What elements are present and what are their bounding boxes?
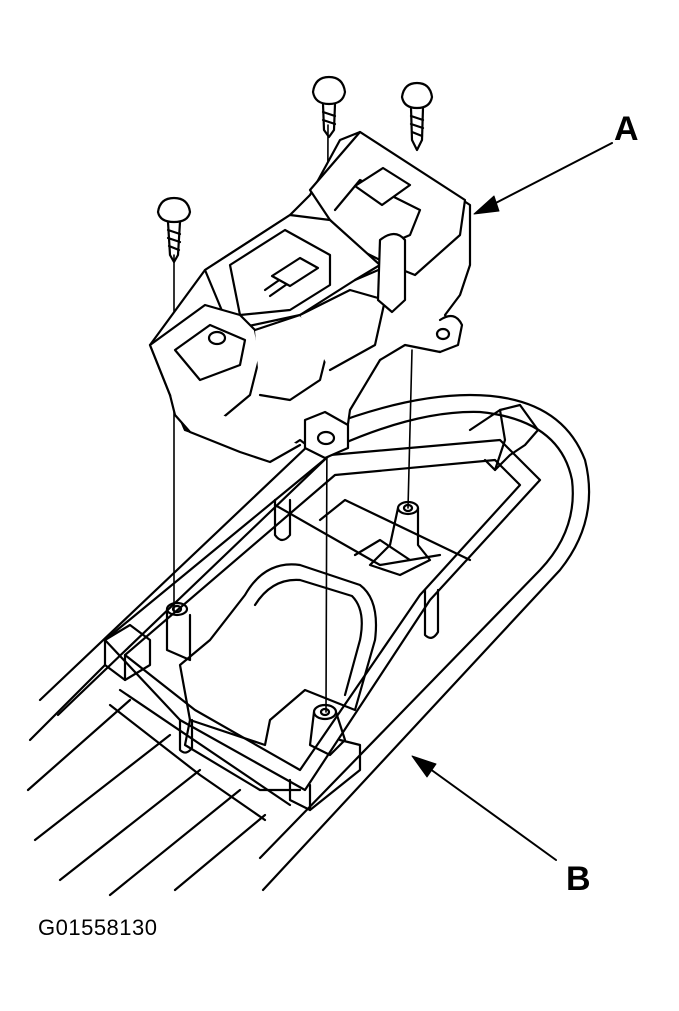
callout-label-a: A [614, 110, 639, 148]
screw-center [311, 75, 347, 139]
screw-right [400, 81, 434, 152]
console-base-part-b [26, 393, 591, 897]
mounting-bosses [165, 500, 432, 757]
figure-code: G01558130 [38, 915, 158, 940]
switch-assembly-part-a [148, 130, 472, 464]
screw-left [156, 196, 192, 264]
mounting-screws [156, 75, 434, 264]
callout-arrows [411, 142, 613, 861]
callout-label-b: B [566, 860, 591, 898]
